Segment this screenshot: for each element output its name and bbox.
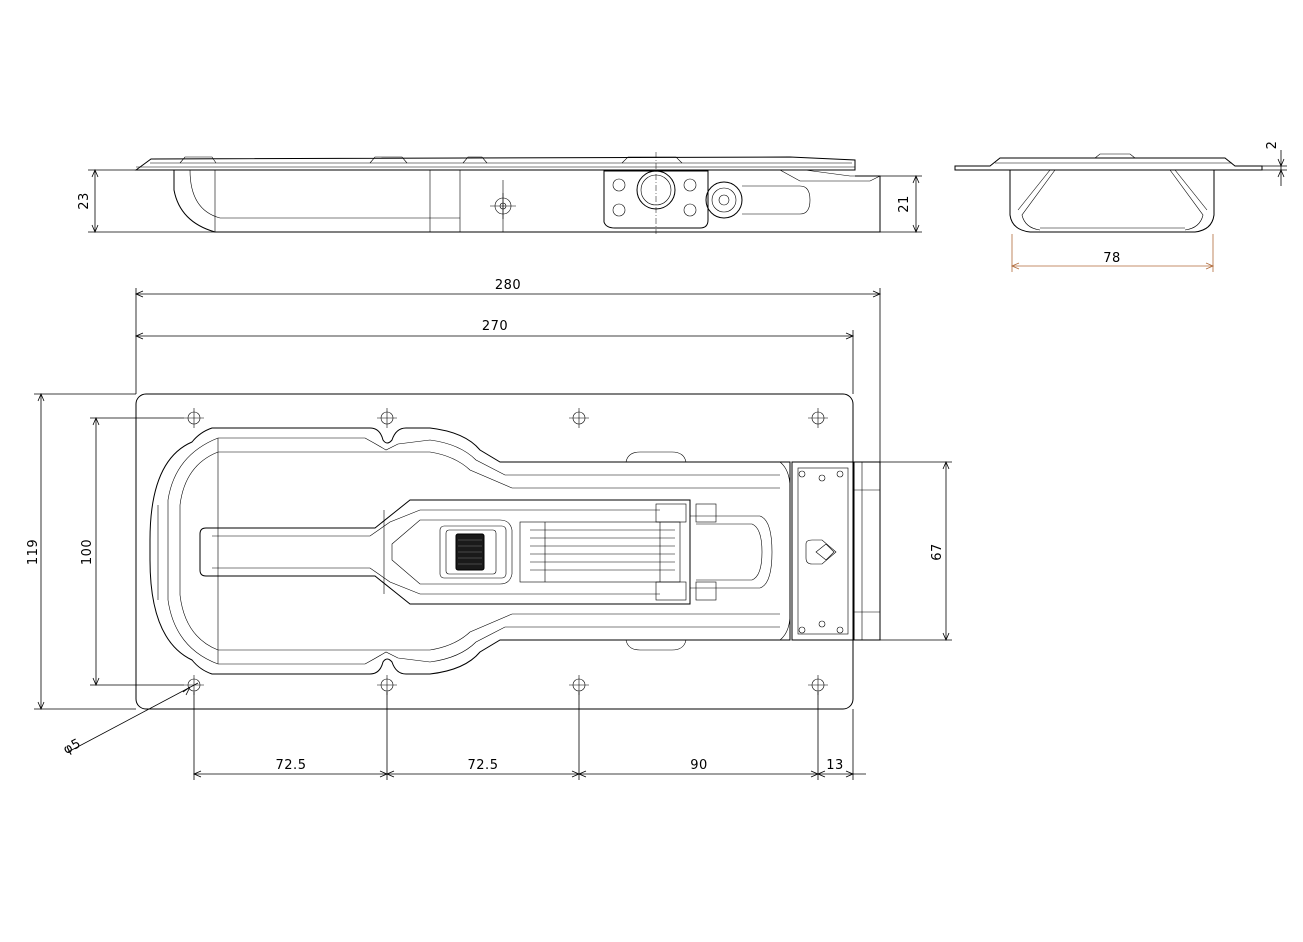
dim-pitch-3-label: 90 <box>690 758 708 773</box>
rivets <box>798 470 844 634</box>
dim-119-label: 119 <box>26 539 41 565</box>
dim-23-label: 23 <box>77 192 92 210</box>
end-view: 78 2 <box>954 141 1287 272</box>
dim-hole-diameter-label: φ5 <box>61 736 84 758</box>
plan-view: 280 270 119 100 67 φ5 <box>26 278 952 780</box>
mounting-holes <box>184 408 828 695</box>
dim-100-label: 100 <box>80 539 95 565</box>
dim-280-label: 280 <box>495 278 521 293</box>
dim-67-label: 67 <box>930 543 945 561</box>
dim-270-label: 270 <box>482 319 508 334</box>
dim-2-label: 2 <box>1265 141 1280 150</box>
dim-pitch-2-label: 72.5 <box>468 758 499 773</box>
dim-78-label: 78 <box>1103 251 1121 266</box>
dim-pitch-1-label: 72.5 <box>276 758 307 773</box>
dim-21-label: 21 <box>897 195 912 213</box>
logo-mark-icon <box>805 539 837 565</box>
dim-end-offset-label: 13 <box>826 758 844 773</box>
side-view: 23 21 <box>77 152 922 234</box>
